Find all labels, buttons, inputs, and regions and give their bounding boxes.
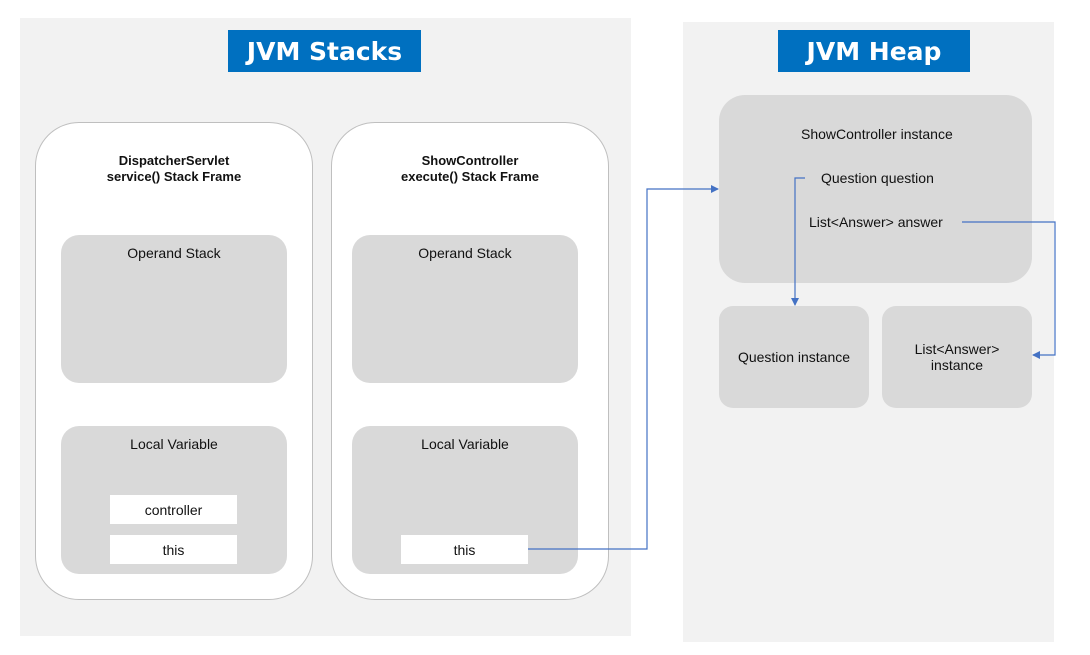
operand-stack: Operand Stack xyxy=(352,235,578,383)
arrow-answers-to-list-instance xyxy=(962,221,1056,359)
question-instance-label: Question instance xyxy=(737,349,851,365)
var-this: this xyxy=(401,535,528,564)
show-controller-instance xyxy=(719,95,1032,283)
stack-frame-title: DispatcherServlet service() Stack Frame xyxy=(106,153,242,184)
operand-stack: Operand Stack xyxy=(61,235,287,383)
arrow-question-to-question-instance xyxy=(791,177,805,306)
operand-stack-label: Operand Stack xyxy=(127,245,221,261)
jvm-heap-title: JVM Heap xyxy=(778,30,970,72)
var-controller: controller xyxy=(110,495,237,524)
var-this: this xyxy=(110,535,237,564)
local-variable-label: Local Variable xyxy=(130,436,218,452)
field-question: Question question xyxy=(821,170,934,186)
operand-stack-label: Operand Stack xyxy=(418,245,512,261)
local-variable-label: Local Variable xyxy=(421,436,509,452)
stack-frame-title: ShowController execute() Stack Frame xyxy=(400,153,539,184)
question-instance: Question instance xyxy=(719,306,869,408)
arrow-this-to-show-controller xyxy=(528,185,719,550)
jvm-stacks-title: JVM Stacks xyxy=(228,30,421,72)
answers-instance-label: List<Answer> instance xyxy=(914,341,1000,373)
answers-instance: List<Answer> instance xyxy=(882,306,1032,408)
show-controller-instance-label: ShowController instance xyxy=(801,126,953,142)
field-answers: List<Answer> answer xyxy=(809,214,943,230)
